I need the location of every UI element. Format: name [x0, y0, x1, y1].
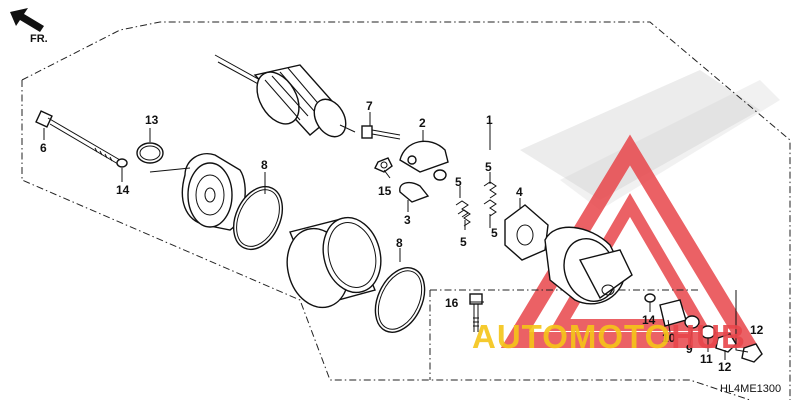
callout-7: 7 [366, 99, 373, 113]
direction-label: FR. [30, 33, 48, 45]
washer-9 [684, 315, 700, 329]
bolt-16 [469, 293, 483, 332]
brush-terminal-2 [399, 140, 449, 181]
through-bolt-6 [35, 110, 121, 165]
watermark-part1: AUTOMOTO [472, 318, 671, 355]
callout-labels: 1 2 3 4 5 5 5 5 6 7 8 8 9 10 11 12 12 13… [40, 99, 764, 374]
rear-cover [544, 226, 633, 305]
front-cover [149, 153, 246, 231]
o-ring-8-front [232, 185, 284, 251]
callout-16: 16 [445, 296, 459, 310]
front-direction-indicator: FR. [10, 8, 48, 45]
callout-5d: 5 [491, 226, 498, 240]
nut-15 [374, 157, 393, 173]
washer-14-right [644, 293, 656, 303]
screw-7 [361, 125, 401, 140]
callout-4: 4 [516, 185, 523, 199]
callout-14b: 14 [642, 313, 656, 327]
assembly-boundary [21, 21, 791, 400]
callout-11: 11 [700, 352, 713, 366]
diagram-code: HL4ME1300 [720, 383, 781, 395]
callout-15: 15 [378, 184, 392, 198]
callout-5c: 5 [460, 235, 467, 249]
springs-5 [455, 181, 497, 227]
callout-9: 9 [686, 342, 693, 356]
callout-1: 1 [486, 113, 493, 127]
callout-13: 13 [145, 113, 159, 127]
callout-10: 10 [662, 331, 676, 345]
leader-lines [43, 112, 726, 360]
callout-2: 2 [419, 116, 426, 130]
callout-14a: 14 [116, 183, 130, 197]
arrow-icon [10, 8, 44, 32]
callout-12a: 12 [718, 360, 732, 374]
washer-14-left [116, 158, 128, 168]
watermark-part2: HUB [671, 318, 746, 355]
brush-holder-4 [504, 204, 549, 261]
callout-5a: 5 [485, 160, 492, 174]
callout-3: 3 [404, 213, 411, 227]
yoke-housing [286, 216, 382, 309]
nut-12-lower [715, 333, 737, 353]
callout-5b: 5 [455, 175, 462, 189]
watermark-text: AUTOMOTOHUB [472, 318, 746, 355]
callout-12b: 12 [750, 323, 764, 337]
callout-6: 6 [40, 141, 47, 155]
insulator-3 [399, 181, 430, 203]
callout-8b: 8 [396, 236, 403, 250]
armature [214, 54, 356, 138]
callout-8a: 8 [261, 158, 268, 172]
nut-12-right [741, 343, 763, 363]
